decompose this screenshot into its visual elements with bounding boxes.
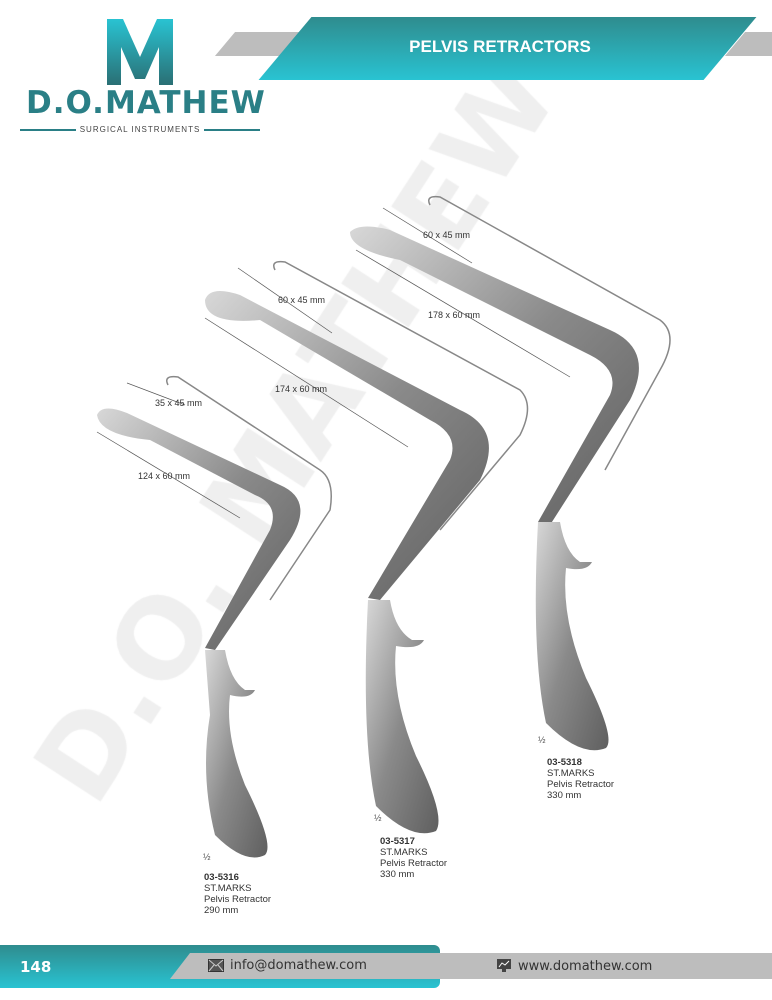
footer-contact-bar <box>170 953 772 979</box>
retractor-03-5317 <box>204 260 529 834</box>
product-name: Pelvis Retractor <box>380 858 448 869</box>
scale-label: ½ <box>374 813 382 823</box>
product-brand: ST.MARKS <box>204 883 252 894</box>
product-info: 03-5317 ST.MARKS Pelvis Retractor 330 mm <box>380 836 447 880</box>
dimension-label: 60 x 45 mm <box>423 230 471 240</box>
instrument-illustrations <box>96 195 671 858</box>
footer-website[interactable]: www.domathew.com <box>496 958 652 974</box>
logo-m-icon <box>107 19 173 85</box>
product-brand: ST.MARKS <box>380 847 428 858</box>
page-title: PELVIS RETRACTORS <box>409 37 591 56</box>
retractor-03-5318 <box>350 195 671 751</box>
footer-email[interactable]: info@domathew.com <box>208 958 367 973</box>
product-code: 03-5317 <box>380 836 415 847</box>
brand-tagline: SURGICAL INSTRUMENTS <box>20 125 261 135</box>
envelope-icon <box>208 959 224 972</box>
product-info: 03-5316 ST.MARKS Pelvis Retractor 290 mm <box>204 872 271 916</box>
scale-label: ½ <box>203 852 211 862</box>
brand-logo: D.O.MATHEW SURGICAL INSTRUMENTS <box>20 15 265 139</box>
product-brand: ST.MARKS <box>547 768 595 779</box>
product-code: 03-5318 <box>547 757 582 768</box>
email-link[interactable]: info@domathew.com <box>230 958 367 973</box>
page-number: 148 <box>20 958 52 976</box>
product-length: 290 mm <box>204 905 239 916</box>
dimension-label: 60 x 45 mm <box>278 295 326 305</box>
product-name: Pelvis Retractor <box>204 894 272 905</box>
product-info: 03-5318 ST.MARKS Pelvis Retractor 330 mm <box>547 757 614 801</box>
dimension-label: 174 x 60 mm <box>275 384 328 394</box>
product-length: 330 mm <box>547 790 582 801</box>
brand-name: D.O.MATHEW <box>26 85 266 121</box>
scale-label: ½ <box>538 735 546 745</box>
monitor-icon <box>497 959 511 972</box>
dimension-label: 124 x 60 mm <box>138 471 191 481</box>
product-name: Pelvis Retractor <box>547 779 615 790</box>
product-length: 330 mm <box>380 869 415 880</box>
product-code: 03-5316 <box>204 872 239 883</box>
dimension-label: 178 x 60 mm <box>428 310 481 320</box>
website-link[interactable]: www.domathew.com <box>518 958 653 974</box>
dimension-label: 35 x 45 mm <box>155 398 203 408</box>
retractor-03-5316 <box>96 375 332 858</box>
